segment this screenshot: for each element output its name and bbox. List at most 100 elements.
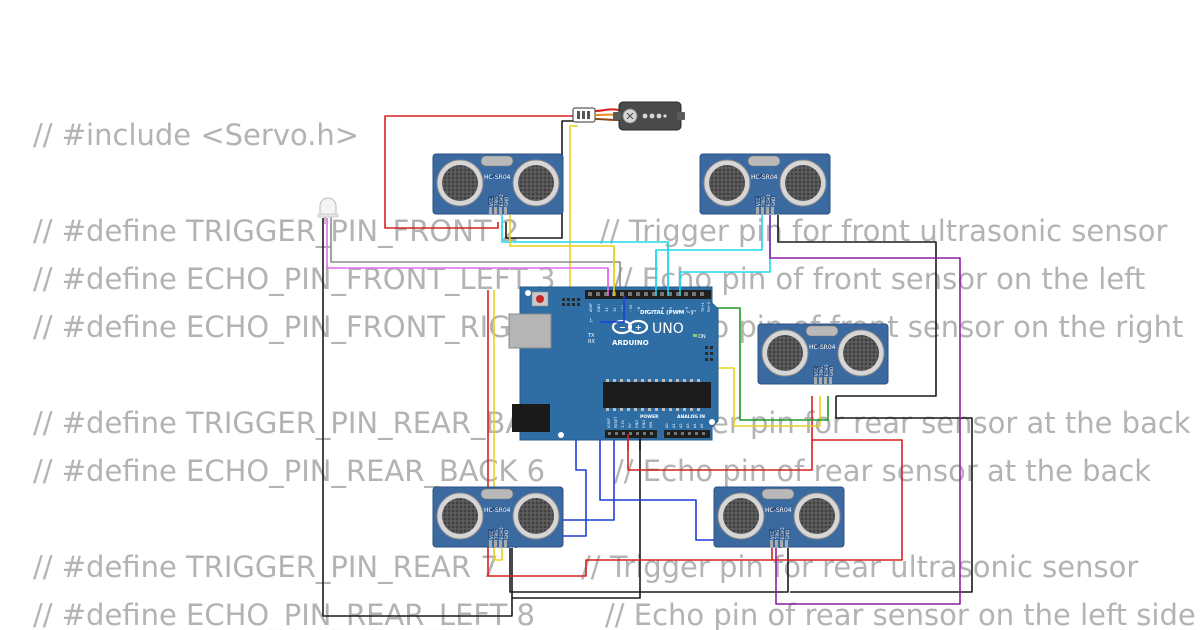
digital-pin-label: ~6 [661,307,665,312]
wire-overlay-group [600,242,681,450]
sensor-pin-vcc: VCC [814,367,819,376]
sensor-model-label: HC-SR04 [484,174,511,181]
sensor-pin-echo: ECHO [780,528,785,539]
digital-pin-label: ~5 [669,307,673,312]
sensor-model-label: HC-SR04 [751,174,778,181]
sensor-pin-gnd: GND [504,530,509,539]
digital-pin-label: RX←0 [707,302,711,312]
on-label: ON [698,334,706,340]
code-comment-echo-rear-left: // Echo pin of rear sensor on the left s… [605,598,1196,630]
wire-rear-left-gnd [509,548,789,593]
sensor-pin-vcc: VCC [770,530,775,539]
wire-front-right-echo [679,215,771,292]
ultrasonic-sensor-front-left[interactable]: HC-SR04 VCC TRIG ECHO GND [432,153,564,215]
digital-pin-label: 12 [613,308,617,312]
tx-label: TX [587,333,595,339]
sensor-pin-vcc: VCC [489,197,494,206]
analog-pin-label: A2 [679,423,683,428]
power-pin-label: GND [642,420,646,428]
sensor-pin-gnd: GND [785,530,790,539]
code-line-trigger-rear-back: // #define TRIGGER_PIN_REAR_BACK 5 [33,406,592,440]
led[interactable] [317,197,339,224]
wire-5v-rear-left [487,290,772,577]
wire-header-blue [600,296,625,323]
analog-pin-label: A1 [672,423,676,428]
digital-pin-label: ~9 [637,307,641,312]
wire-front-right-trig [655,215,763,292]
power-pin-label: RESET [614,416,618,428]
reset-button[interactable] [531,291,549,307]
rx-label: RX [588,339,595,345]
sensor-pin-echo: ECHO [766,195,771,206]
analog-pin-label: A5 [700,423,704,428]
sensor-model-label: HC-SR04 [765,507,792,514]
wire-front-right-gnd [777,215,937,397]
code-line-trigger-front: // #define TRIGGER_PIN_FRONT 2 [33,214,520,248]
sensor-pin-echo: ECHO [499,528,504,539]
power-pin-label: VIN [649,422,653,428]
wire-led-anode [326,218,609,292]
digital-pin-label: ~11 [621,305,625,312]
analog-pin-label: A0 [665,423,669,428]
code-line-echo-rear-back: // #define ECHO_PIN_REAR_BACK 6 [33,454,546,488]
ultrasonic-sensor-rear-right[interactable]: HC-SR04 VCC TRIG ECHO GND [713,486,845,548]
power-pin-label: 3.3V [621,419,625,428]
digital-pin-label: 2 [693,310,697,312]
analog-pin-labels: A0 A1 A2 A3 A4 A5 [665,423,704,428]
gnd-label: GND [597,304,601,312]
sensor-pin-vcc: VCC [489,530,494,539]
ultrasonic-sensor-front-right[interactable]: HC-SR04 VCC TRIG ECHO GND [699,153,831,215]
sensor-pin-gnd: GND [829,367,834,376]
digital-pin-label: ~10 [629,305,633,312]
wire-led-gray [330,218,621,292]
l-label: L [590,318,593,324]
power-pin-label: IOREF [607,418,611,428]
sensor-pin-gnd: GND [504,197,509,206]
ultrasonic-sensor-rear-back[interactable]: HC-SR04 VCC TRIG ECHO GND [757,323,889,385]
arduino-logo: − + [611,319,649,335]
arduino-uno-board[interactable]: AREF GND 13 12 ~11 ~10 ~9 8 7 ~6 ~5 4 ~3… [508,286,719,441]
ultrasonic-sensor-rear-left[interactable]: HC-SR04 VCC TRIG ECHO GND [432,486,564,548]
sensor-pin-trig: TRIG [761,196,766,207]
sensor-pin-echo: ECHO [499,195,504,206]
digital-pin-label: 7 [653,310,657,312]
sensor-pin-trig: TRIG [819,366,824,377]
uno-label: UNO [652,321,684,337]
power-header-label: POWER [640,414,659,420]
code-line-echo-front-right: // #define ECHO_PIN_FRONT_RIGHT 4 [33,310,578,344]
arduino-brand-label: ARDUINO [612,339,649,347]
digital-pin-label: 4 [677,309,681,312]
wire-servo-vcc [384,115,578,229]
power-pin-labels: IOREF RESET 3.3V 5V GND GND VIN [607,416,653,428]
sensor-pin-trig: TRIG [494,196,499,207]
digital-pin-labels: 13 12 ~11 ~10 ~9 8 7 ~6 ~5 4 ~3 2 TX→1 R… [605,302,711,313]
digital-pin-label: 8 [645,310,649,312]
power-jack [512,404,550,432]
wire-servo-signal [569,125,578,300]
sensor-pin-vcc: VCC [756,197,761,206]
power-pin-label: 5V [628,423,632,428]
wire-group [322,115,973,617]
aref-label: AREF [589,303,593,312]
analog-header [664,430,710,438]
code-comment-echo-rear-back: // Echo pin of rear sensor at the back [614,454,1152,488]
arduino-logo-plus: + [635,323,642,332]
wire-5v-rear-right [771,439,903,561]
wire-board-gnd [511,430,641,599]
sensor-pin-gnd: GND [771,197,776,206]
code-line-include: // #include <Servo.h> [33,118,360,152]
sensor-pin-trig: TRIG [494,529,499,540]
usb-port [508,313,552,349]
servo-motor[interactable] [572,101,685,131]
wire-rear-right-gnd [790,396,973,593]
wire-rear-left-yellow [493,290,503,561]
analog-pin-label: A4 [693,423,697,428]
sensor-model-label: HC-SR04 [809,344,836,351]
microcontroller-chip [603,382,711,408]
wire-purple-long [769,215,961,605]
sensor-model-label: HC-SR04 [484,507,511,514]
code-line-echo-rear-left: // #define ECHO_PIN_REAR_LEFT 8 [33,598,535,630]
analog-pin-label: A3 [686,423,690,428]
power-pin-label: GND [635,420,639,428]
